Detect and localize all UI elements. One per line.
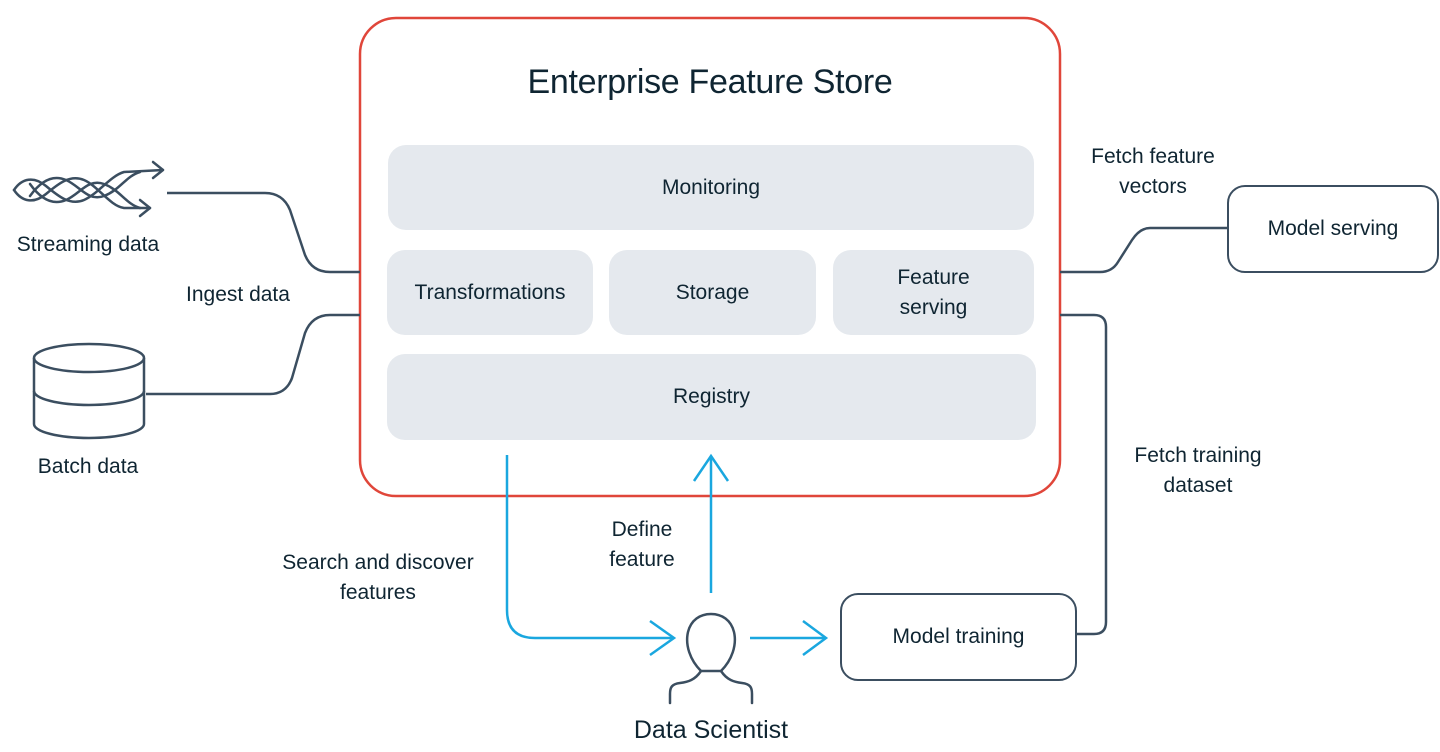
module-monitoring-label: Monitoring [661, 175, 761, 199]
data-scientist-label: Data Scientist [633, 716, 789, 744]
model-training-connector [1060, 313, 1108, 636]
fetch-training-label-line2: dataset [1163, 474, 1233, 497]
ingest-data-label: Ingest data [186, 283, 290, 306]
streaming-connector [167, 191, 360, 274]
model-training-box[interactable]: Model training [840, 593, 1077, 681]
person-icon [668, 612, 754, 705]
module-monitoring[interactable]: Monitoring [388, 145, 1034, 230]
fetch-vectors-label: Fetch feature vectors [1075, 142, 1231, 202]
fetch-vectors-label-line2: vectors [1119, 175, 1187, 198]
module-transformations[interactable]: Transformations [387, 250, 593, 335]
module-feature-serving[interactable]: Feature serving [833, 250, 1034, 335]
module-registry-label: Registry [672, 385, 751, 408]
model-serving-label: Model serving [1267, 217, 1399, 240]
search-arrowhead [649, 619, 677, 657]
batch-data-label: Batch data [37, 455, 139, 478]
streaming-data-icon [12, 160, 165, 218]
train-arrowhead [802, 619, 829, 657]
search-discover-label: Search and discover features [262, 548, 494, 608]
feature-store-title: Enterprise Feature Store [527, 63, 893, 101]
model-training-label: Model training [892, 625, 1025, 648]
batch-connector [146, 313, 360, 396]
streaming-data-label: Streaming data [16, 233, 160, 256]
module-transformations-label: Transformations [414, 280, 566, 304]
module-feature-serving-label-line2: serving [899, 295, 968, 319]
define-arrowhead [692, 453, 730, 482]
module-registry[interactable]: Registry [387, 354, 1036, 440]
module-storage[interactable]: Storage [609, 250, 816, 335]
database-icon [32, 342, 146, 440]
module-feature-serving-label-line1: Feature [897, 265, 970, 289]
fetch-vectors-label-line1: Fetch feature [1091, 145, 1215, 168]
model-serving-connector [1060, 226, 1228, 274]
search-flow-arrow [505, 455, 672, 640]
define-feature-label: Define feature [592, 515, 692, 575]
model-serving-box[interactable]: Model serving [1227, 185, 1439, 273]
module-storage-label: Storage [675, 280, 750, 304]
search-discover-label-line2: features [340, 581, 416, 604]
fetch-training-label: Fetch training dataset [1115, 441, 1281, 501]
define-feature-label-line1: Define [611, 518, 673, 541]
define-feature-label-line2: feature [609, 548, 675, 571]
fetch-training-label-line1: Fetch training [1134, 444, 1262, 467]
search-discover-label-line1: Search and discover [282, 551, 474, 574]
